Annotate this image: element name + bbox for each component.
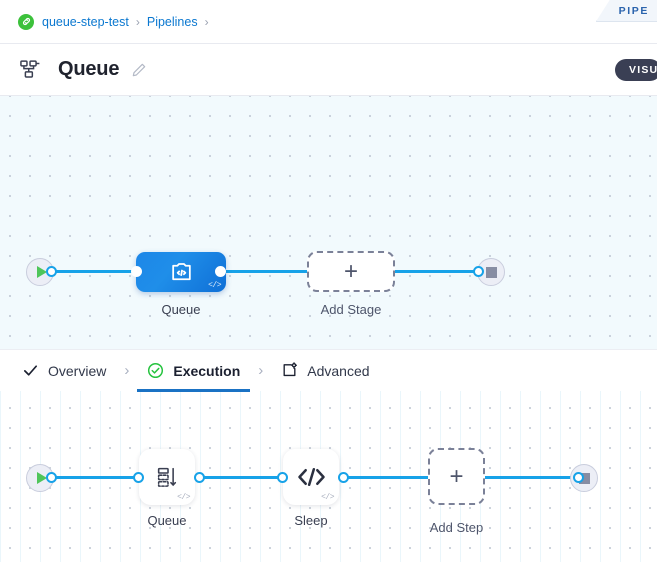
play-icon bbox=[36, 266, 47, 278]
port-queue-out[interactable] bbox=[215, 266, 226, 277]
step-graph: </> Queue </> Sleep + Add Step bbox=[0, 391, 657, 562]
port-sleep-in[interactable] bbox=[277, 472, 288, 483]
check-icon bbox=[22, 362, 39, 379]
tab-advanced[interactable]: Advanced bbox=[281, 350, 370, 392]
stage-graph: </> Queue + Add Stage bbox=[0, 96, 657, 349]
step-graph-canvas[interactable]: </> Queue </> Sleep + Add Step bbox=[0, 391, 657, 562]
add-step-label: Add Step bbox=[429, 520, 484, 535]
stage-graph-canvas[interactable]: </> Queue + Add Stage bbox=[0, 96, 657, 349]
port-queue-step-in[interactable] bbox=[133, 472, 144, 483]
tab-overview[interactable]: Overview bbox=[22, 350, 106, 392]
step-node-sleep[interactable]: </> bbox=[283, 449, 339, 505]
port-queue-step-out[interactable] bbox=[194, 472, 205, 483]
tab-label-execution: Execution bbox=[173, 362, 241, 379]
add-step-node[interactable]: + bbox=[428, 448, 485, 505]
add-stage-label: Add Stage bbox=[320, 302, 382, 317]
wire-queue-to-sleep bbox=[136, 476, 286, 479]
stage-node-label-queue: Queue bbox=[161, 302, 201, 317]
wire-start-to-queue bbox=[48, 270, 143, 273]
breadcrumb-item-project[interactable]: queue-step-test bbox=[42, 14, 129, 29]
box-gear-icon bbox=[281, 362, 298, 379]
wire-addstep-to-end bbox=[480, 476, 578, 479]
check-circle-green-icon bbox=[147, 362, 164, 379]
breadcrumb: queue-step-test › Pipelines › PIPE bbox=[0, 0, 657, 44]
plus-icon: + bbox=[343, 257, 358, 285]
stage-node-queue[interactable]: </> bbox=[136, 252, 226, 292]
wire-queue-to-addstage bbox=[220, 270, 312, 273]
step-node-label-sleep: Sleep bbox=[294, 513, 328, 528]
visual-yaml-toggle[interactable]: VISU bbox=[615, 58, 657, 81]
node-code-badge: </> bbox=[321, 493, 334, 502]
wire-start-to-queue-step bbox=[48, 476, 140, 479]
breadcrumb-item-pipelines[interactable]: Pipelines bbox=[146, 14, 198, 29]
breadcrumb-separator: › bbox=[135, 14, 140, 29]
stop-icon bbox=[578, 472, 590, 484]
port-end-in[interactable] bbox=[473, 266, 484, 277]
code-brackets-icon bbox=[297, 467, 325, 487]
page-title: Queue bbox=[58, 58, 120, 80]
script-code-icon bbox=[171, 262, 191, 280]
page-header: Queue VISU bbox=[0, 44, 657, 96]
stop-icon bbox=[485, 266, 497, 278]
tab-label-advanced: Advanced bbox=[307, 362, 370, 379]
port-queue-in[interactable] bbox=[131, 266, 142, 277]
port-step-start-out[interactable] bbox=[46, 472, 57, 483]
stage-tab-bar: Overview › Execution › Advanced bbox=[0, 349, 657, 392]
wire-addstage-to-end bbox=[393, 270, 485, 273]
add-stage-node[interactable]: + bbox=[307, 251, 395, 292]
step-node-queue[interactable]: </> bbox=[139, 449, 195, 505]
plus-icon: + bbox=[449, 462, 464, 490]
tab-execution[interactable]: Execution bbox=[137, 350, 251, 392]
link-badge-icon bbox=[18, 13, 34, 30]
node-code-badge: </> bbox=[208, 281, 221, 290]
tab-separator: › bbox=[258, 362, 264, 379]
pipeline-hierarchy-icon bbox=[20, 59, 46, 81]
tab-label-overview: Overview bbox=[48, 362, 107, 379]
play-icon bbox=[36, 472, 47, 484]
port-start-out[interactable] bbox=[46, 266, 57, 277]
port-sleep-out[interactable] bbox=[338, 472, 349, 483]
node-code-badge: </> bbox=[177, 493, 190, 502]
step-node-label-queue: Queue bbox=[147, 513, 187, 528]
queue-stack-icon bbox=[157, 467, 176, 487]
pencil-icon[interactable] bbox=[131, 62, 147, 78]
tab-separator: › bbox=[124, 362, 130, 379]
wire-sleep-to-addstep bbox=[338, 476, 433, 479]
pipeline-corner-tag: PIPE bbox=[595, 0, 657, 22]
breadcrumb-separator: › bbox=[204, 14, 209, 29]
port-step-end-in[interactable] bbox=[573, 472, 584, 483]
